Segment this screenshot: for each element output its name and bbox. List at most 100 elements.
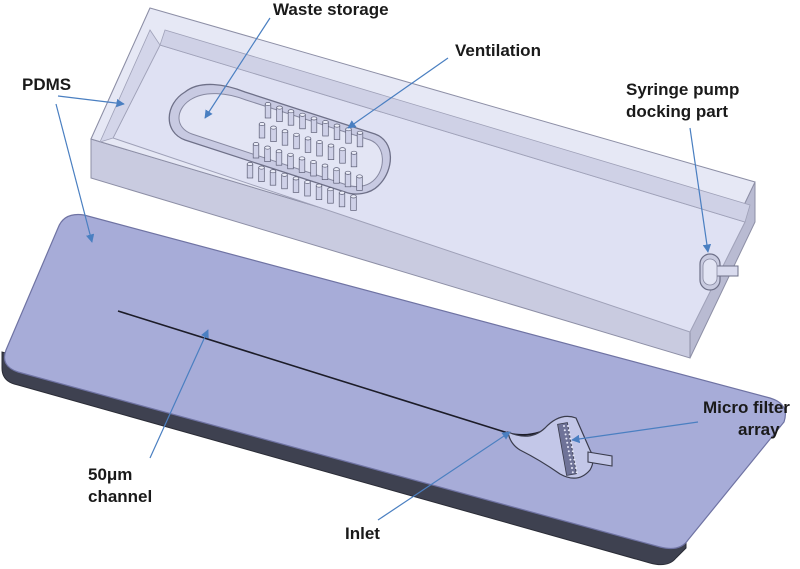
ventilation-pillar bbox=[292, 178, 300, 193]
ventilation-pillar bbox=[264, 147, 271, 162]
label-micro-filter-line2: array bbox=[738, 420, 780, 439]
ventilation-pillar bbox=[281, 174, 288, 190]
ventilation-pillar bbox=[356, 132, 364, 148]
ventilation-pillar bbox=[304, 181, 311, 197]
ventilation-pillar bbox=[264, 103, 272, 119]
leader-lines bbox=[55, 17, 712, 521]
ventilation-pillar-top bbox=[292, 176, 300, 181]
micro-filter-post bbox=[573, 458, 576, 461]
ventilation-pillar-top bbox=[356, 130, 364, 135]
ventilation-pillar bbox=[322, 121, 329, 137]
leader-pdms-bottom bbox=[55, 103, 95, 243]
ventilation-pillar bbox=[276, 107, 283, 122]
label-micro-filter-line1: Micro filter bbox=[703, 398, 790, 417]
ventilation-pillar-top bbox=[333, 123, 341, 128]
ventilation-pillar-top bbox=[276, 105, 283, 110]
ventilation-pillar-top bbox=[322, 120, 329, 124]
micro-filter-post bbox=[570, 462, 573, 465]
micro-filter-post bbox=[563, 429, 566, 432]
leader-waste-storage bbox=[204, 17, 271, 119]
micro-filter-post bbox=[570, 441, 573, 444]
label-waste-storage: Waste storage bbox=[273, 0, 389, 19]
ventilation-pillar bbox=[327, 188, 334, 204]
micro-filter-post bbox=[567, 450, 570, 453]
micro-filter-post bbox=[567, 425, 569, 427]
micro-filter-post bbox=[575, 467, 577, 469]
ventilation-pillar bbox=[315, 185, 323, 200]
ventilation-pillar-top bbox=[258, 122, 266, 126]
ventilation-pillar bbox=[258, 167, 265, 182]
leader-pdms-top bbox=[57, 95, 125, 108]
ventilation-pillar bbox=[356, 176, 363, 191]
syringe-pump-docking-port bbox=[699, 253, 739, 291]
top-layer-inner-back-wall bbox=[159, 29, 751, 223]
micro-filter-post bbox=[571, 446, 573, 448]
label-syringe-pump-line2: docking part bbox=[626, 102, 728, 121]
label-inlet: Inlet bbox=[345, 524, 380, 543]
callout-labels: Waste storage Ventilation PDMS Syringe p… bbox=[22, 0, 790, 543]
micro-filter-post bbox=[567, 429, 570, 432]
ventilation-pillar-top bbox=[316, 140, 323, 144]
leader-syringe-pump bbox=[689, 127, 712, 253]
label-channel-line2: channel bbox=[88, 487, 152, 506]
ventilation-pillar bbox=[350, 196, 357, 211]
leader-channel bbox=[149, 329, 209, 459]
ventilation-pillar-top bbox=[339, 147, 346, 152]
micro-filter-post bbox=[569, 437, 572, 440]
micro-filter-post bbox=[568, 454, 571, 457]
ventilation-pillar bbox=[281, 130, 289, 146]
micro-filter-post bbox=[564, 433, 567, 436]
ventilation-pillar-top bbox=[246, 162, 254, 166]
ventilation-pillar bbox=[339, 148, 346, 164]
micro-filter-post bbox=[572, 454, 575, 457]
ventilation-pillar-top bbox=[275, 149, 283, 154]
ventilation-pillar-top bbox=[264, 102, 272, 106]
ventilation-pillar bbox=[333, 168, 340, 184]
ventilation-pillar bbox=[338, 192, 346, 208]
micro-filter-post bbox=[571, 471, 574, 474]
ventilation-pillar bbox=[327, 145, 335, 160]
ventilation-pillar-top bbox=[310, 160, 317, 164]
ventilation-pillar-top bbox=[287, 109, 295, 114]
ventilation-pillar bbox=[270, 127, 277, 142]
ventilation-pillar bbox=[299, 114, 306, 130]
ventilation-pillar bbox=[304, 138, 312, 153]
ventilation-pillar bbox=[287, 154, 294, 170]
ventilation-pillar bbox=[310, 161, 317, 177]
ventilation-pillar bbox=[287, 110, 295, 126]
micro-filter-post bbox=[575, 471, 578, 474]
micro-filter-post bbox=[574, 462, 577, 465]
micro-filter-post bbox=[569, 458, 572, 461]
label-syringe-pump-line1: Syringe pump bbox=[626, 80, 739, 99]
ventilation-pillar-top bbox=[298, 156, 306, 161]
leader-inlet bbox=[377, 431, 511, 521]
top-pdms-layer bbox=[90, 7, 756, 359]
ventilation-pillar-top bbox=[281, 172, 288, 177]
ventilation-pillar-top bbox=[338, 190, 346, 195]
ventilation-pillar-top bbox=[321, 163, 329, 168]
ventilation-pillar bbox=[258, 123, 266, 139]
leader-micro-filter bbox=[571, 421, 699, 444]
micro-filter-post bbox=[566, 441, 569, 444]
ventilation-pillar bbox=[310, 118, 318, 133]
ventilation-pillar-top bbox=[287, 152, 294, 157]
ventilation-pillar-top bbox=[310, 116, 318, 121]
ventilation-pillar-top bbox=[293, 132, 300, 137]
outlet-channel bbox=[587, 451, 613, 467]
ventilation-pillar-top bbox=[281, 129, 289, 134]
ventilation-pillar-top bbox=[315, 183, 323, 188]
micro-filter-array bbox=[557, 422, 577, 476]
ventilation-pillar bbox=[293, 134, 300, 150]
ventilation-pillar-top bbox=[264, 145, 271, 150]
ventilation-pillar bbox=[321, 165, 329, 180]
ventilation-pillar bbox=[345, 128, 352, 144]
ventilation-pillar-top bbox=[304, 136, 312, 141]
label-ventilation: Ventilation bbox=[455, 41, 541, 60]
ventilation-pillar-array bbox=[246, 102, 364, 211]
ventilation-pillar bbox=[344, 172, 352, 188]
label-channel-line1: 50μm bbox=[88, 465, 132, 484]
micro-filter-dots bbox=[563, 425, 578, 474]
ventilation-pillar bbox=[333, 125, 341, 140]
top-layer-inner-left-wall bbox=[99, 29, 161, 143]
